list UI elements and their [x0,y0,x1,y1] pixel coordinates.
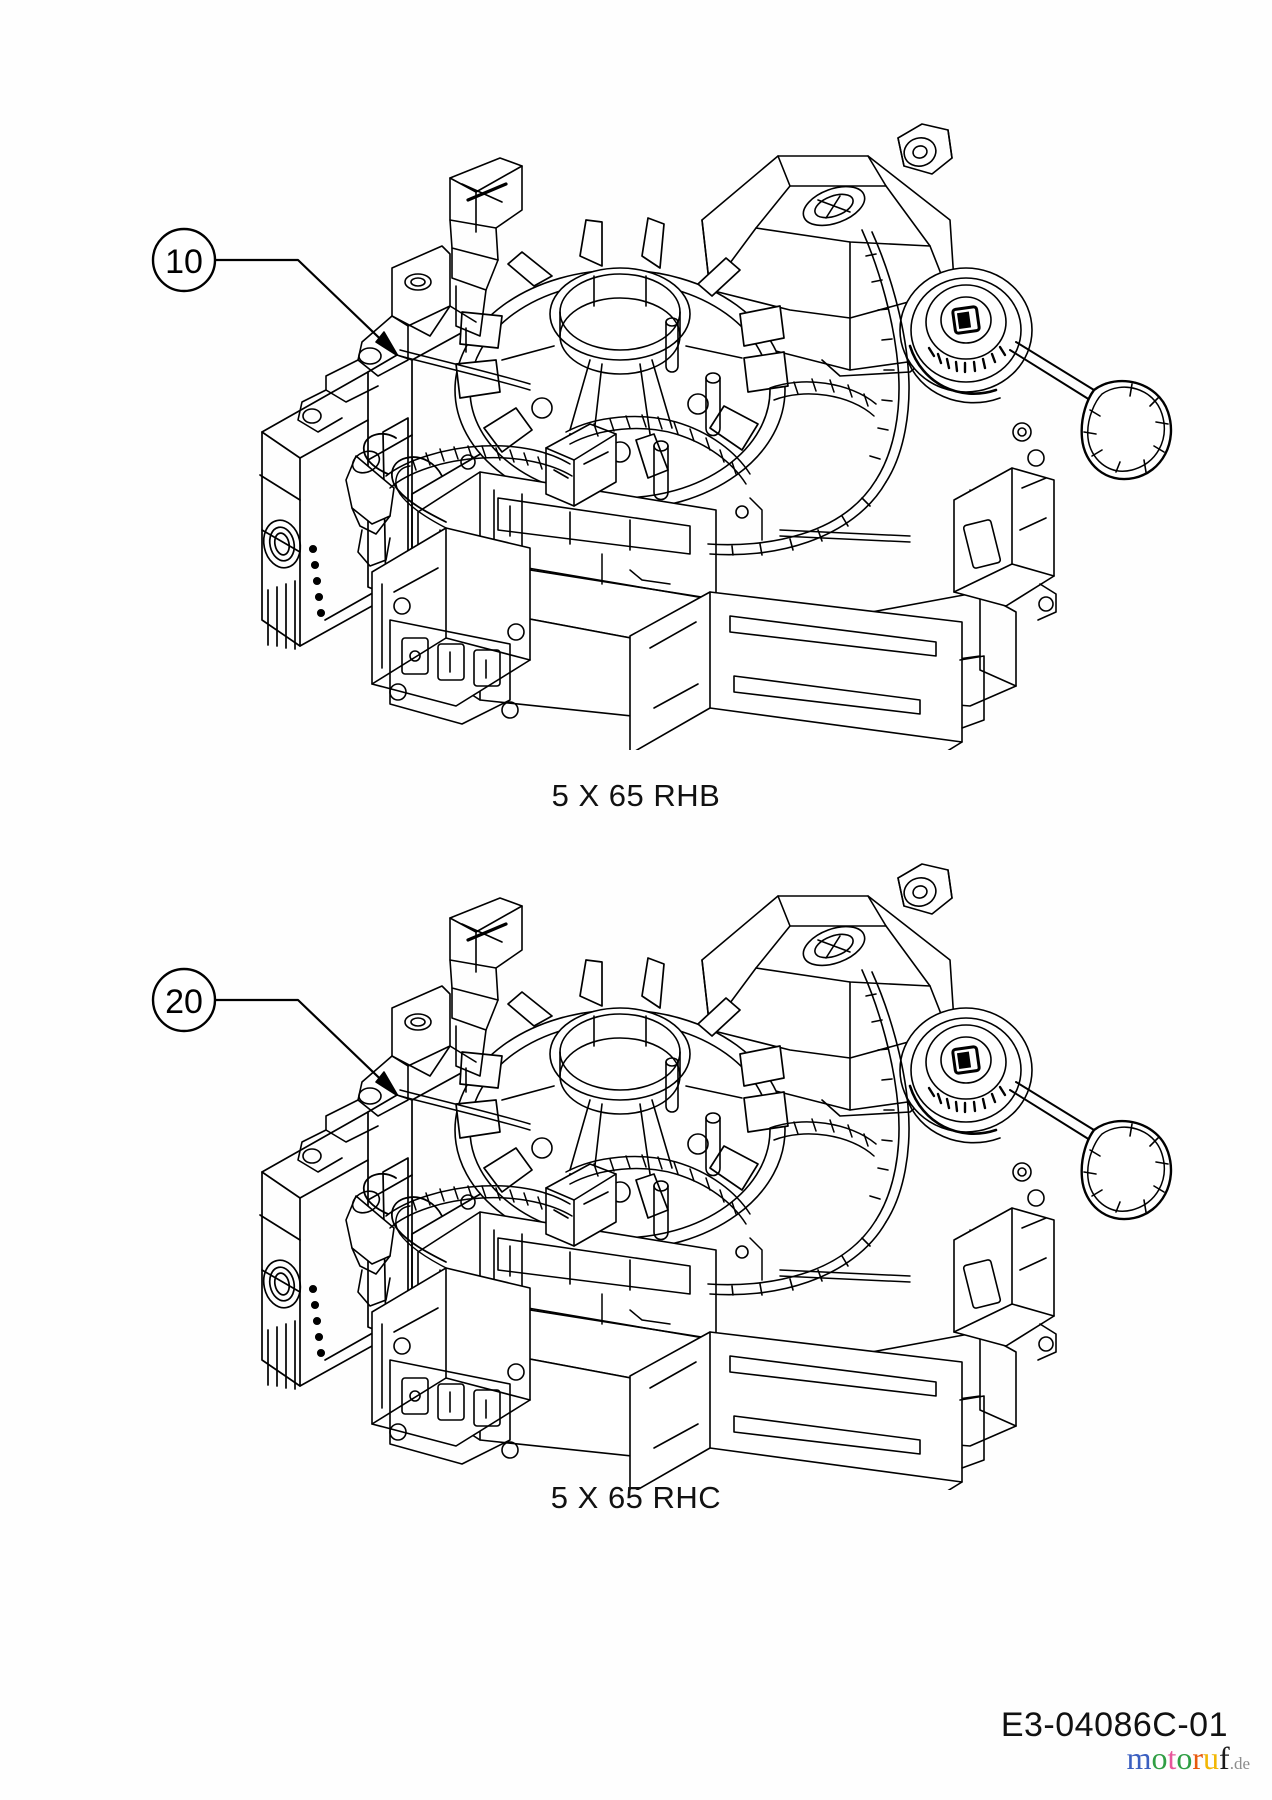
watermark-letter-u: u [1203,1740,1220,1776]
muffler [629,1331,985,1490]
fuel-cap [899,1007,1033,1144]
figure-engine-rhc: 20 [0,800,1272,1590]
throttle-linkage [399,349,1031,585]
fasteners [460,422,1045,519]
callout-10: 10 [151,227,400,358]
muffler-heat-shield [371,527,531,725]
muffler [629,591,985,750]
fuel-cap-gasket [1009,341,1173,481]
breather-hose [385,1118,877,1229]
callout-20-number: 20 [165,983,203,1021]
callout-20: 20 [151,967,400,1098]
air-filter-housing [953,1207,1057,1361]
watermark-letter-r: r [1192,1740,1204,1776]
air-filter-housing [953,467,1057,621]
spark-plug-boot [345,432,451,567]
watermark-letter-o2: o [1176,1740,1193,1776]
fuel-line [707,969,910,1296]
oil-fill-tube [449,157,523,353]
watermark-letter-f: f [1219,1740,1230,1776]
document-code: E3-04086C-01 [1000,1706,1228,1744]
fuel-cap-gasket [1009,1081,1173,1221]
engine-assembly-illustration: 20 [151,863,1173,1490]
breather-hose [385,378,877,489]
watermark-letter-o1: o [1151,1740,1168,1776]
flywheel-cooling-fan [454,957,789,1251]
mounting-bracket [297,245,477,433]
engine-drawing-rhc: 20 [150,800,1210,1490]
ignition-coil [545,1163,617,1247]
callout-10-number: 10 [165,243,203,281]
hex-nut [897,863,953,915]
fuel-cap [899,267,1033,404]
mounting-bracket [297,985,477,1173]
watermark-letter-t: t [1167,1740,1177,1776]
engine-drawing-rhb: 10 [150,60,1210,750]
fasteners [460,1162,1045,1259]
engine-assembly-illustration: 10 [151,123,1173,750]
ignition-coil [545,423,617,507]
watermark-suffix: .de [1229,1754,1250,1773]
oil-fill-tube [449,897,523,1093]
watermark-letter-m: m [1126,1740,1152,1776]
figure-1-caption: 5 X 65 RHB [551,778,721,813]
muffler-heat-shield [371,1267,531,1465]
figure-engine-rhb: 10 [0,60,1272,840]
motoruf-watermark: motoruf.de [1127,1742,1250,1774]
figure-2-caption: 5 X 65 RHC [550,1480,722,1515]
hex-nut [897,123,953,175]
